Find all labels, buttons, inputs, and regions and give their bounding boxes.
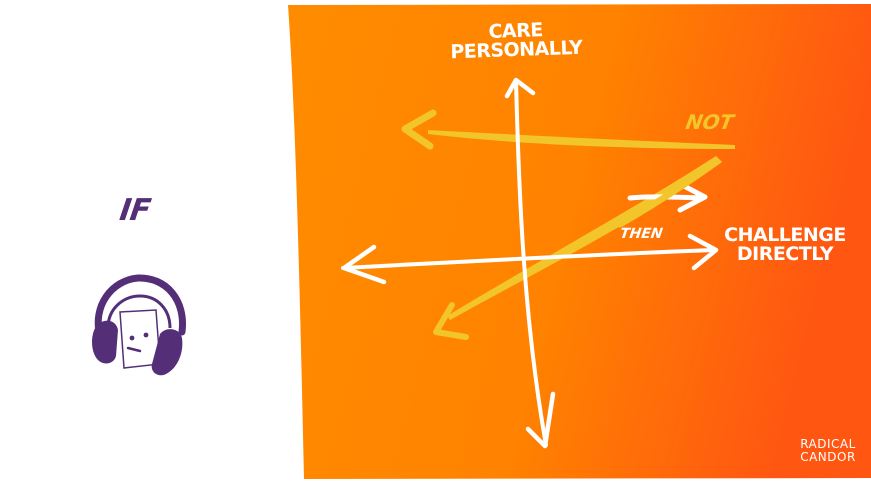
headphones-person-icon: [92, 274, 186, 376]
logo-line1: RADICAL: [800, 437, 856, 451]
horizontal-axis-arrow: [341, 233, 719, 285]
not-arrow-left: [401, 109, 735, 150]
not-label: NOT: [683, 110, 736, 134]
challenge-label-line2: DIRECTLY: [736, 243, 834, 265]
challenge-directly-label: CHALLENGE DIRECTLY: [722, 226, 848, 264]
challenge-label-line1: CHALLENGE: [724, 224, 846, 246]
left-panel: IF: [0, 0, 300, 481]
vertical-axis-arrow: [504, 77, 556, 449]
logo-line2: CANDOR: [800, 449, 856, 464]
then-label: THEN: [618, 226, 664, 242]
radical-candor-logo: RADICAL CANDOR: [792, 438, 864, 463]
care-label-line2: PERSONALLY: [449, 36, 583, 64]
care-personally-label: CARE PERSONALLY: [447, 19, 584, 64]
